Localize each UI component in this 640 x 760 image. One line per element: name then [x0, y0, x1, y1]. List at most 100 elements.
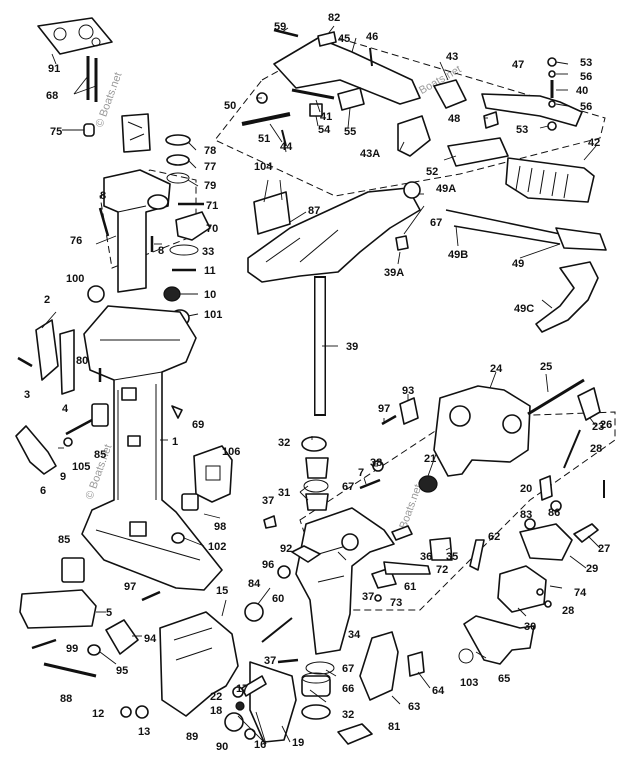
- label-19: 19: [292, 737, 304, 749]
- bushing-32b: [301, 436, 327, 452]
- label-23: 23: [592, 421, 604, 433]
- label-28: 28: [590, 443, 602, 455]
- label-106: 106: [222, 446, 240, 458]
- washer-12: [120, 706, 132, 718]
- label-97: 97: [124, 581, 136, 593]
- label-103: 103: [460, 677, 478, 689]
- tilt-tube-25: [527, 378, 585, 416]
- washer-22: [232, 686, 244, 698]
- bracket-29: [519, 523, 573, 561]
- label-83: 83: [520, 509, 532, 521]
- carburetor-gasket-91: [37, 17, 113, 55]
- label-9: 9: [60, 471, 66, 483]
- label-13: 13: [138, 726, 150, 738]
- block-98: [181, 493, 199, 511]
- link-93: [399, 397, 419, 425]
- bolt-8: [98, 207, 110, 237]
- label-69: 69: [192, 419, 204, 431]
- label-47: 47: [512, 59, 524, 71]
- label-52: 52: [426, 166, 438, 178]
- label-62: 62: [488, 531, 500, 543]
- bolt-97: [141, 590, 161, 602]
- bracket-23: [577, 387, 601, 421]
- o-ring-67b: [303, 479, 329, 493]
- seal-77: [166, 154, 190, 166]
- label-53b: 53: [516, 124, 528, 136]
- spring-36: [391, 525, 413, 541]
- pin-96: [277, 565, 291, 579]
- label-98: 98: [214, 521, 226, 533]
- label-104: 104: [254, 161, 273, 173]
- label-25: 25: [540, 361, 552, 373]
- spring-48: [483, 111, 499, 129]
- shift-lever-6: [15, 425, 57, 475]
- bushing-78: [165, 134, 191, 146]
- label-31: 31: [278, 487, 290, 499]
- label-94: 94: [144, 633, 157, 645]
- spring-62: [469, 539, 485, 571]
- screw-99: [31, 638, 57, 650]
- steering-cable-guide-78: [121, 113, 151, 153]
- label-4: 4: [62, 403, 69, 415]
- plug-102: [171, 532, 185, 544]
- stud-68: [86, 56, 98, 102]
- label-6: 6: [40, 485, 46, 497]
- pad-5: [19, 589, 97, 629]
- label-93: 93: [402, 385, 414, 397]
- label-97b: 97: [378, 403, 390, 415]
- nut-53b: [547, 57, 557, 67]
- label-22: 22: [210, 691, 222, 703]
- grip-52: [447, 137, 509, 167]
- nut-90: [244, 728, 256, 740]
- label-80: 80: [76, 355, 88, 367]
- label-65: 65: [498, 673, 510, 685]
- label-82: 82: [328, 12, 340, 24]
- label-33: 33: [202, 246, 214, 258]
- bushing-32: [301, 704, 331, 720]
- label-26: 26: [600, 419, 612, 431]
- label-78: 78: [204, 145, 216, 157]
- label-11: 11: [204, 265, 216, 277]
- spring-64: [407, 651, 425, 677]
- tilt-lock-65: [463, 615, 535, 665]
- label-37b: 37: [362, 591, 374, 603]
- label-17: 17: [236, 683, 248, 695]
- nut-18: [235, 701, 245, 711]
- grip-42: [505, 157, 595, 203]
- exhaust-housing-upper-76: [103, 169, 171, 293]
- bushing-21: [418, 475, 438, 493]
- bushing-95: [87, 644, 101, 656]
- label-42: 42: [588, 137, 600, 149]
- swivel-bracket-34: [295, 507, 395, 655]
- label-100: 100: [66, 273, 84, 285]
- label-96: 96: [262, 559, 274, 571]
- label-55: 55: [344, 126, 356, 138]
- label-41: 41: [320, 111, 332, 123]
- clamp-bracket-15: [159, 611, 239, 717]
- lanyard-49C: [535, 261, 599, 333]
- label-21: 21: [424, 453, 436, 465]
- label-67c: 67: [430, 217, 442, 229]
- label-48: 48: [448, 113, 460, 125]
- label-105: 105: [72, 461, 90, 473]
- bolt-7: [359, 478, 381, 490]
- label-79: 79: [204, 180, 216, 192]
- screw-37: [277, 658, 299, 664]
- arm-72: [383, 561, 431, 575]
- nut-73: [374, 594, 382, 602]
- bracket-104: [253, 191, 291, 235]
- label-85: 85: [94, 449, 106, 461]
- label-49C: 49C: [514, 303, 534, 315]
- grommet-100: [87, 285, 105, 303]
- label-39: 39: [346, 341, 358, 353]
- watermark: © Boats.net: [94, 71, 125, 129]
- label-32b: 32: [342, 709, 354, 721]
- label-46: 46: [366, 31, 378, 43]
- label-16: 16: [254, 739, 266, 751]
- fitting-39A: [395, 235, 409, 251]
- label-70: 70: [206, 223, 218, 235]
- screw-59: [273, 28, 299, 38]
- label-37c: 37: [264, 655, 276, 667]
- washer-9: [63, 437, 73, 447]
- label-95: 95: [116, 665, 128, 677]
